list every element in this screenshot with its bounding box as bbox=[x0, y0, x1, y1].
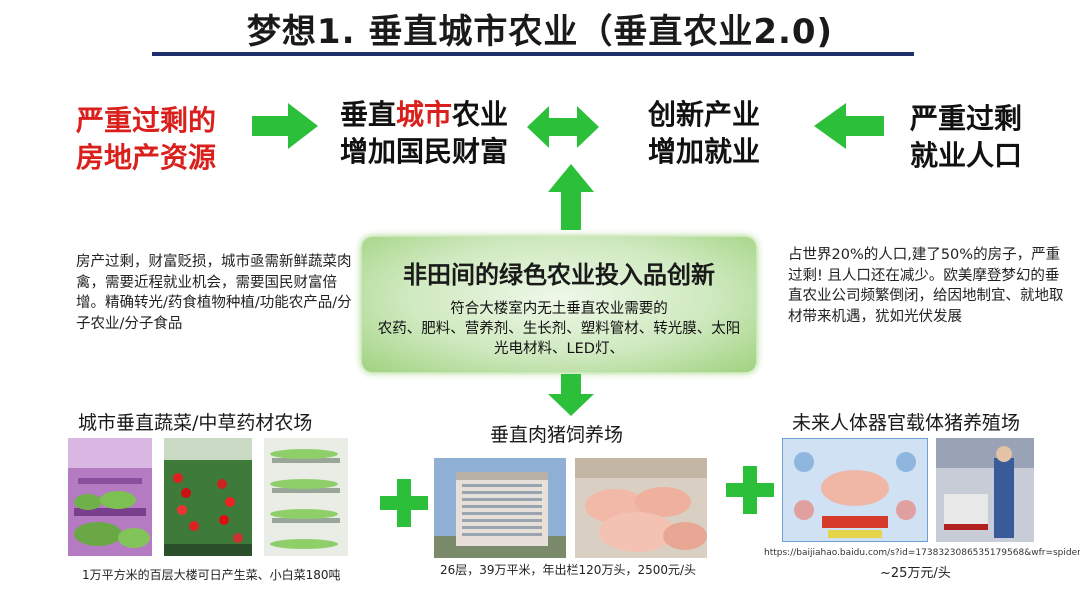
source-url[interactable]: https://baijiahao.baidu.com/s?id=1738323… bbox=[764, 548, 1080, 558]
green-input-innovation-box: 非田间的绿色农业投入品创新 符合大楼室内无土垂直农业需要的 农药、肥料、营养剂、… bbox=[362, 237, 756, 372]
innovation-industry-text: 创新产业 增加就业 bbox=[648, 98, 761, 168]
plus-icon bbox=[380, 479, 428, 527]
pig-farm-title: 垂直肉猪饲养场 bbox=[490, 424, 624, 446]
veg-farm-title: 城市垂直蔬菜/中草药材农场 bbox=[78, 412, 313, 434]
organ-infographic-photo bbox=[782, 438, 928, 542]
organ-lab-photo bbox=[936, 438, 1034, 542]
right-description: 占世界20%的人口,建了50%的房子，严重过剩! 且人口还在减少。欧美摩登梦幻的… bbox=[788, 247, 1064, 325]
oversupply-labor-text: 严重过剩 就业人口 bbox=[910, 102, 1023, 172]
green-box-body: 符合大楼室内无土垂直农业需要的 农药、肥料、营养剂、生长剂、塑料管材、转光膜、太… bbox=[377, 301, 741, 357]
double-arrow-icon bbox=[527, 106, 599, 148]
arrow-up-icon bbox=[548, 164, 594, 230]
veg-photo-2 bbox=[164, 438, 252, 556]
page-title: 梦想1. 垂直城市农业（垂直农业2.0) bbox=[246, 12, 834, 52]
pigs-photo bbox=[575, 458, 707, 558]
veg-photo-1 bbox=[68, 438, 152, 556]
vertical-urban-farming-text: 垂直城市农业 增加国民财富 bbox=[340, 98, 509, 168]
pig-farm-caption: 26层，39万平米，年出栏120万头，2500元/头 bbox=[440, 563, 697, 577]
veg-photo-3 bbox=[264, 438, 348, 556]
oversupply-realestate-text: 严重过剩的 房地产资源 bbox=[76, 104, 217, 174]
arrow-left-icon bbox=[814, 103, 884, 149]
plus-icon bbox=[726, 466, 774, 514]
veg-farm-caption: 1万平方米的百层大楼可日产生菜、小白菜180吨 bbox=[82, 568, 341, 582]
organ-pig-farm-title: 未来人体器官载体猪养殖场 bbox=[792, 412, 1021, 434]
pig-building-photo bbox=[434, 458, 566, 558]
arrow-down-icon bbox=[548, 374, 594, 416]
green-box-title: 非田间的绿色农业投入品创新 bbox=[403, 261, 715, 289]
organ-pig-price-caption: ~25万元/头 bbox=[880, 566, 951, 581]
left-description: 房产过剩，财富贬损，城市亟需新鲜蔬菜肉禽，需要近程就业机会，需要国民财富倍增。精… bbox=[76, 254, 352, 332]
arrow-right-icon bbox=[252, 103, 318, 149]
title-underline bbox=[152, 52, 914, 56]
